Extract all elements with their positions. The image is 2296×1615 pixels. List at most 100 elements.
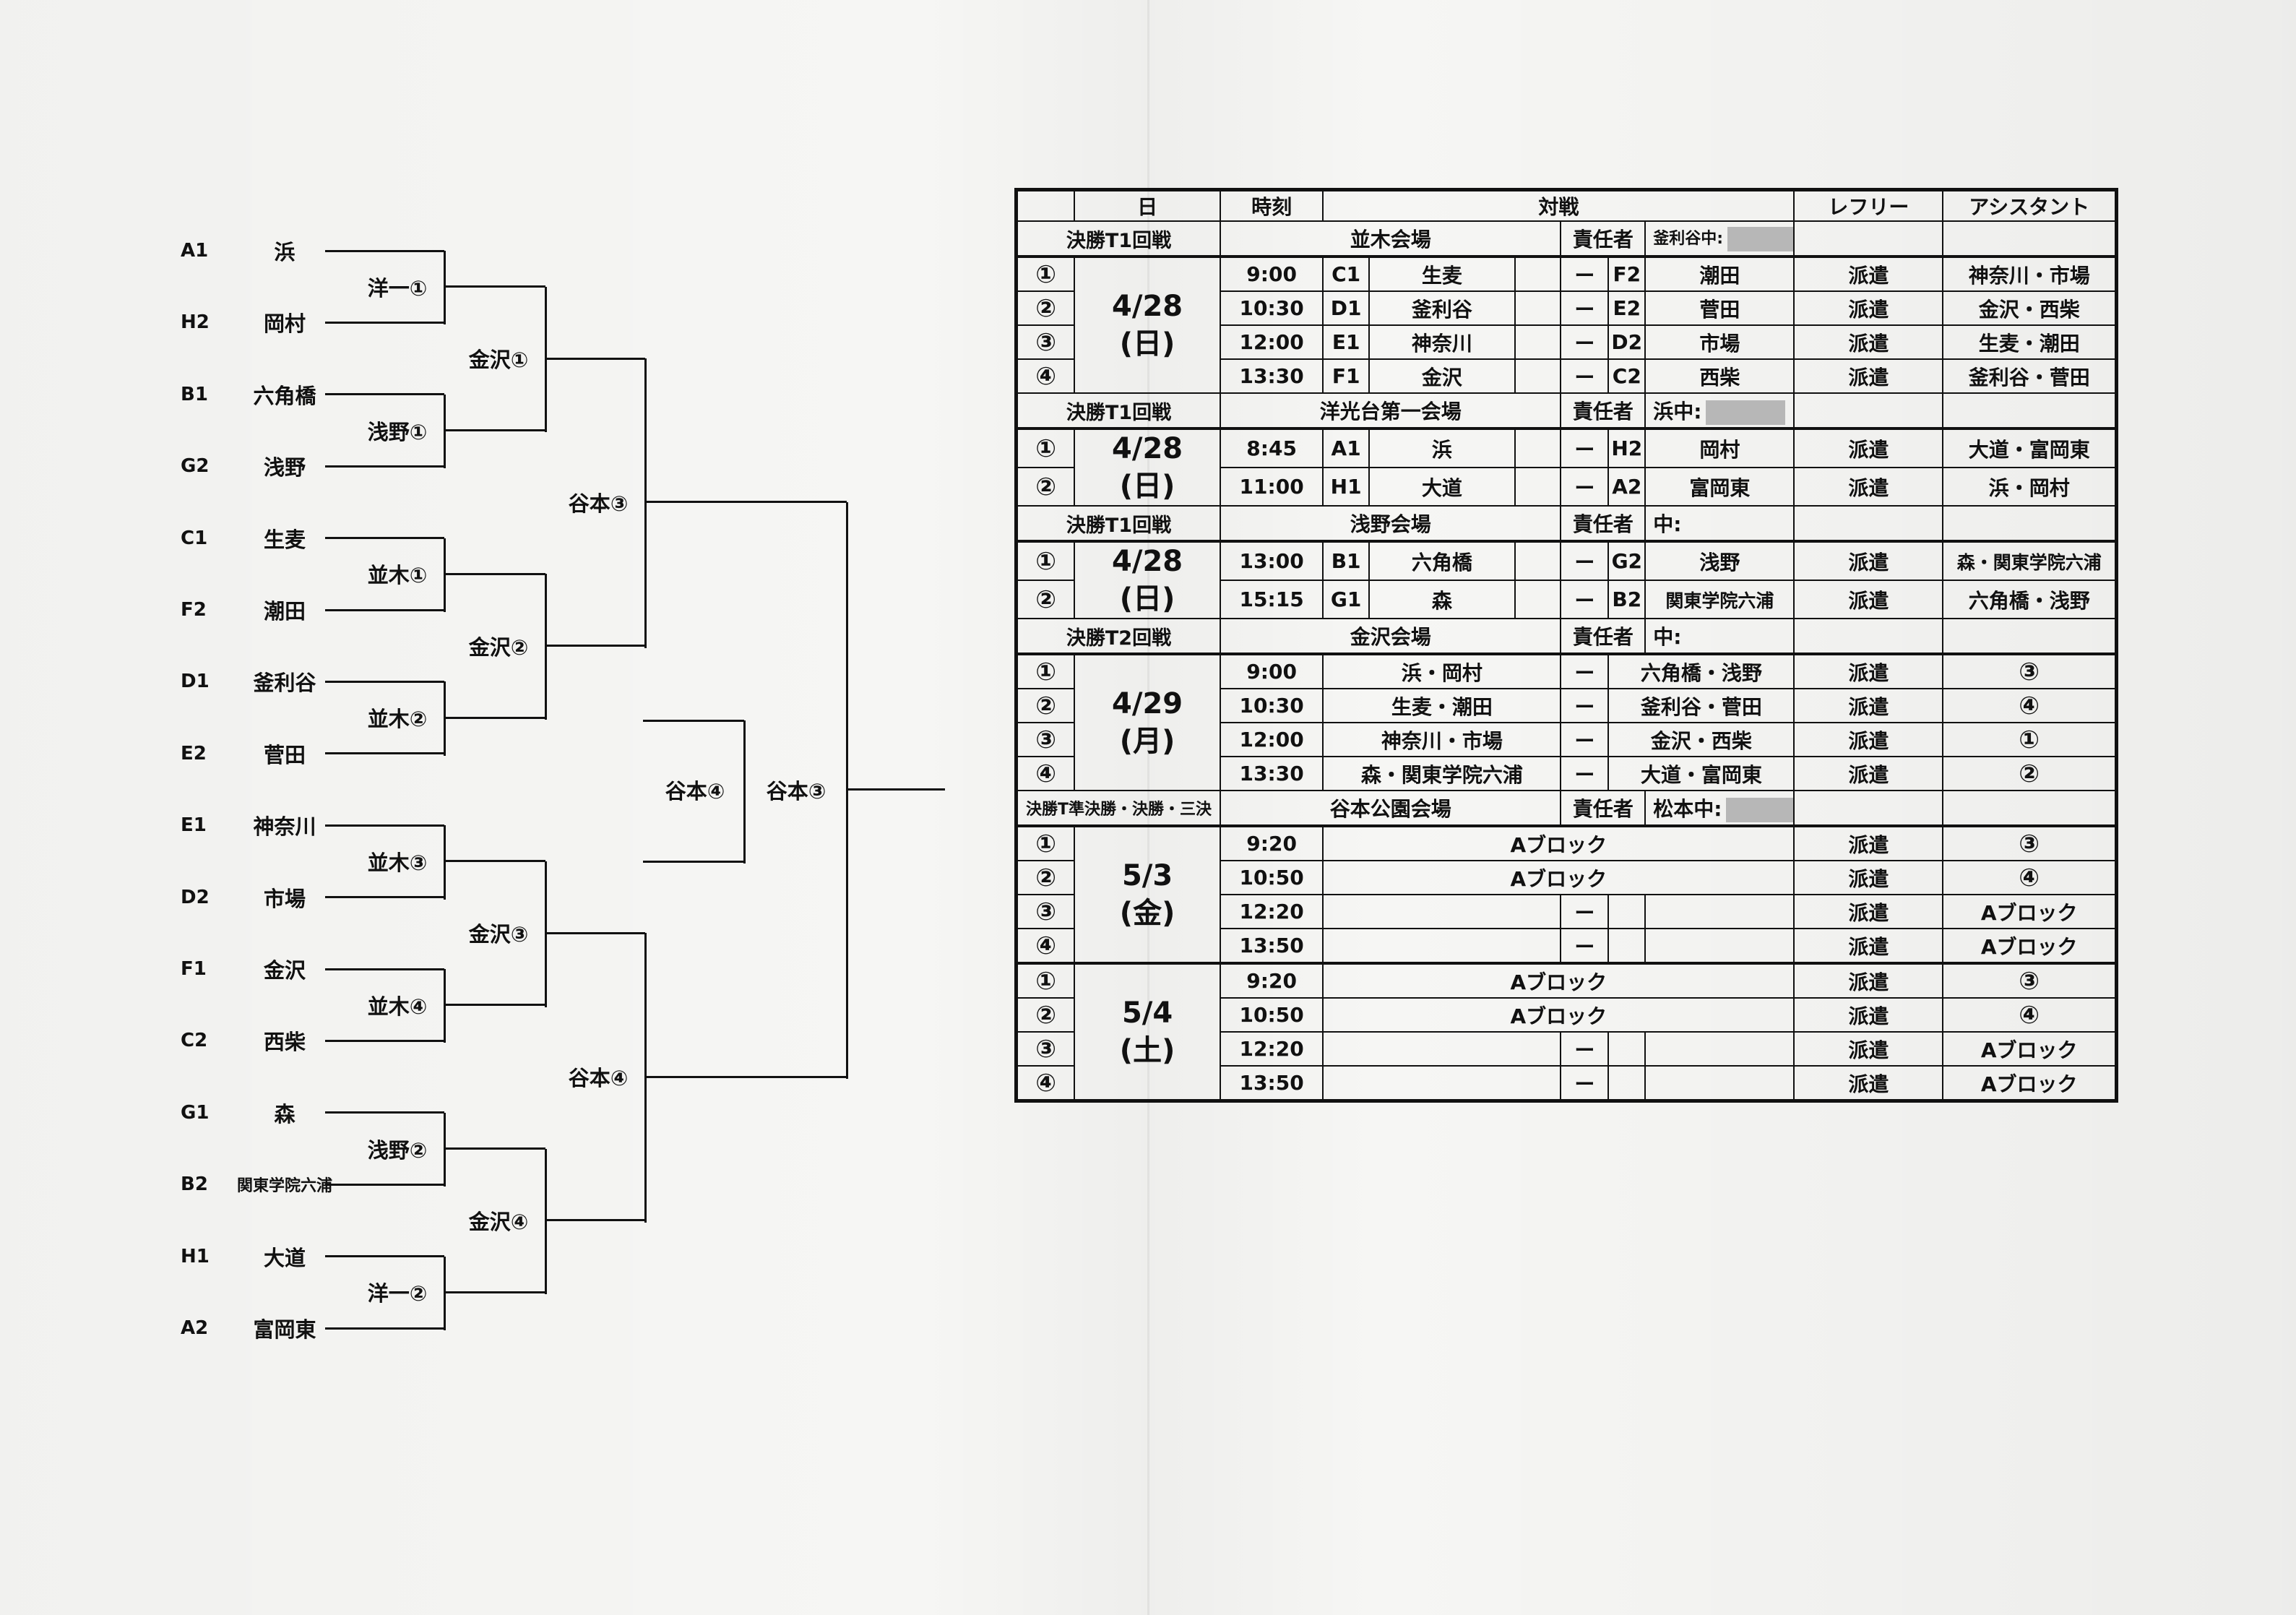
assistant: ④ (1942, 860, 2118, 895)
bracket-line (347, 1039, 444, 1042)
table-row: ① 5/3(金) 9:20 Aブロック 派遣 ③ (1015, 825, 2118, 964)
referee: 派遣 (1793, 256, 1944, 292)
bracket-line (347, 537, 444, 540)
bracket-line (643, 860, 744, 863)
bracket-seed: H2 (181, 311, 210, 334)
bracket-round1-node: 並木① (367, 563, 428, 588)
assistant: 森・関東学院六浦 (1942, 540, 2118, 582)
bracket-line (470, 429, 545, 431)
team-pair-2: 六角橋・浅野 (1607, 653, 1795, 689)
assistant: Aブロック (1942, 1031, 2118, 1067)
section-header-yokodai: 決勝T1回戦 洋光台第一会場 責任者 浜中: (1015, 392, 2118, 430)
bracket-line (347, 1255, 444, 1258)
team-2: 西柴 (1644, 358, 1795, 394)
bracket-seed: H1 (181, 1245, 210, 1267)
versus-dash: ー (1560, 580, 1610, 619)
team-pair-1: 生麦・潮田 (1322, 688, 1562, 723)
match-date-cell: 5/3(金) (1074, 825, 1221, 964)
match-block: Aブロック (1322, 825, 1795, 861)
bracket-line (645, 1075, 672, 1078)
team-pair-2: 釜利谷・菅田 (1607, 688, 1795, 723)
bracket-seed: E1 (181, 814, 207, 837)
match-time: 13:30 (1219, 756, 1324, 791)
section-venue: 洋光台第一会場 (1219, 392, 1562, 430)
bracket-team: 神奈川 (253, 814, 316, 840)
bracket-line (347, 752, 444, 755)
bracket-seed: C1 (181, 527, 208, 549)
section-responsible-value: 中: (1644, 505, 1795, 543)
bracket-line (470, 285, 545, 288)
bracket-round1-node: 並木③ (367, 850, 428, 875)
section-responsible-value: 釜利谷中: (1644, 220, 1795, 258)
bracket-line (325, 680, 347, 683)
match-number: ① (1015, 256, 1076, 292)
section-responsible-value: 浜中: (1644, 392, 1795, 430)
referee: 派遣 (1793, 825, 1944, 861)
redacted-name (1727, 227, 1793, 251)
bracket-line (325, 1183, 347, 1186)
bracket-line (444, 716, 470, 719)
match-number: ③ (1015, 324, 1076, 360)
seed-2: H2 (1607, 427, 1647, 469)
bracket-line (325, 321, 347, 324)
match-time: 12:20 (1219, 1031, 1324, 1067)
bracket-line (574, 645, 645, 647)
bracket-seed: F1 (181, 958, 207, 980)
bracket-line (444, 429, 470, 431)
versus-dash: ー (1560, 894, 1610, 929)
assistant: 大道・富岡東 (1942, 427, 2118, 469)
referee: 派遣 (1793, 653, 1944, 689)
versus-dash: ー (1560, 653, 1610, 689)
section-blank (1793, 392, 1944, 430)
section-responsible-label: 責任者 (1560, 618, 1647, 655)
section-responsible-label: 責任者 (1560, 220, 1647, 258)
referee: 派遣 (1793, 580, 1944, 619)
bracket-line (644, 358, 647, 648)
bracket-round3-node: 谷本③ (568, 491, 629, 516)
blank (1514, 324, 1562, 360)
table-row: ② 10:30 生麦・潮田 ー 釜利谷・菅田 派遣 ④ (1015, 688, 2118, 723)
assistant: ④ (1942, 688, 2118, 723)
blank (1514, 256, 1562, 292)
assistant: Aブロック (1942, 928, 2118, 964)
bracket-line (325, 537, 347, 540)
bracket-team: 岡村 (263, 311, 306, 337)
bracket-line (325, 1039, 347, 1042)
match-time: 15:15 (1219, 580, 1324, 619)
bracket-team: 潮田 (263, 599, 306, 624)
bracket-line (545, 931, 574, 934)
blank (1322, 1031, 1562, 1067)
section-venue: 金沢会場 (1219, 618, 1562, 655)
section-responsible-value: 中: (1644, 618, 1795, 655)
seed-2: E2 (1607, 290, 1647, 326)
team-2: 浅野 (1644, 540, 1795, 582)
table-row: ④ 13:30 森・関東学院六浦 ー 大道・富岡東 派遣 ② (1015, 756, 2118, 791)
versus-dash: ー (1560, 756, 1610, 791)
section-header-asano: 決勝T1回戦 浅野会場 責任者 中: (1015, 505, 2118, 543)
bracket-line (470, 1004, 545, 1007)
assistant: Aブロック (1942, 1065, 2118, 1102)
match-number: ② (1015, 997, 1076, 1033)
seed-1: G1 (1322, 580, 1370, 619)
bracket-round2-node: 金沢① (468, 348, 529, 373)
bracket-line (325, 1255, 347, 1258)
match-time: 12:00 (1219, 324, 1324, 360)
table-row: ② 11:00 H1 大道 ー A2 富岡東 派遣 浜・岡村 (1015, 467, 2118, 507)
bracket-round1-node: 並木④ (367, 994, 428, 1019)
bracket-team: 金沢 (263, 958, 306, 983)
referee: 派遣 (1793, 358, 1944, 394)
match-number: ④ (1015, 756, 1076, 791)
bracket-line (347, 1111, 444, 1114)
bracket-line (347, 680, 444, 683)
match-number: ① (1015, 540, 1076, 582)
bracket-team: 六角橋 (253, 383, 316, 408)
assistant: 神奈川・市場 (1942, 256, 2118, 292)
seed-1: E1 (1322, 324, 1370, 360)
match-time: 10:30 (1219, 688, 1324, 723)
bracket-line (470, 1147, 545, 1150)
assistant: ③ (1942, 653, 2118, 689)
blank (1607, 1065, 1647, 1102)
table-row: ④ 13:50 ー 派遣 Aブロック (1015, 1065, 2118, 1102)
match-time: 9:20 (1219, 825, 1324, 861)
referee: 派遣 (1793, 688, 1944, 723)
